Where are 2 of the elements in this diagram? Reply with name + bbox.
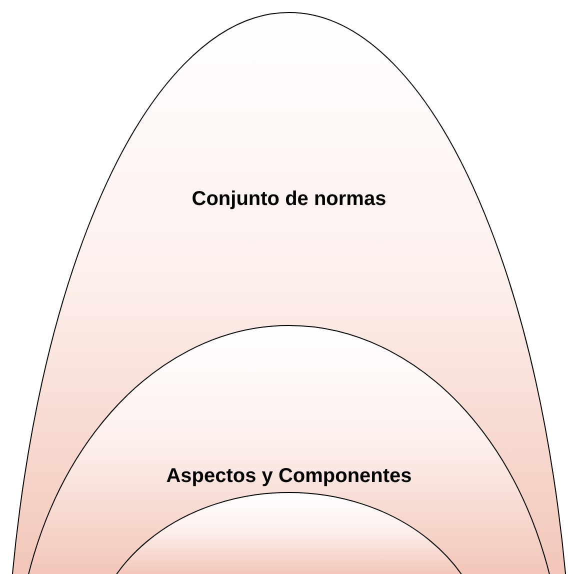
oval-label: Conjunto de normas [192,188,386,211]
oval-label: Aspectos y Componentes [166,465,412,488]
